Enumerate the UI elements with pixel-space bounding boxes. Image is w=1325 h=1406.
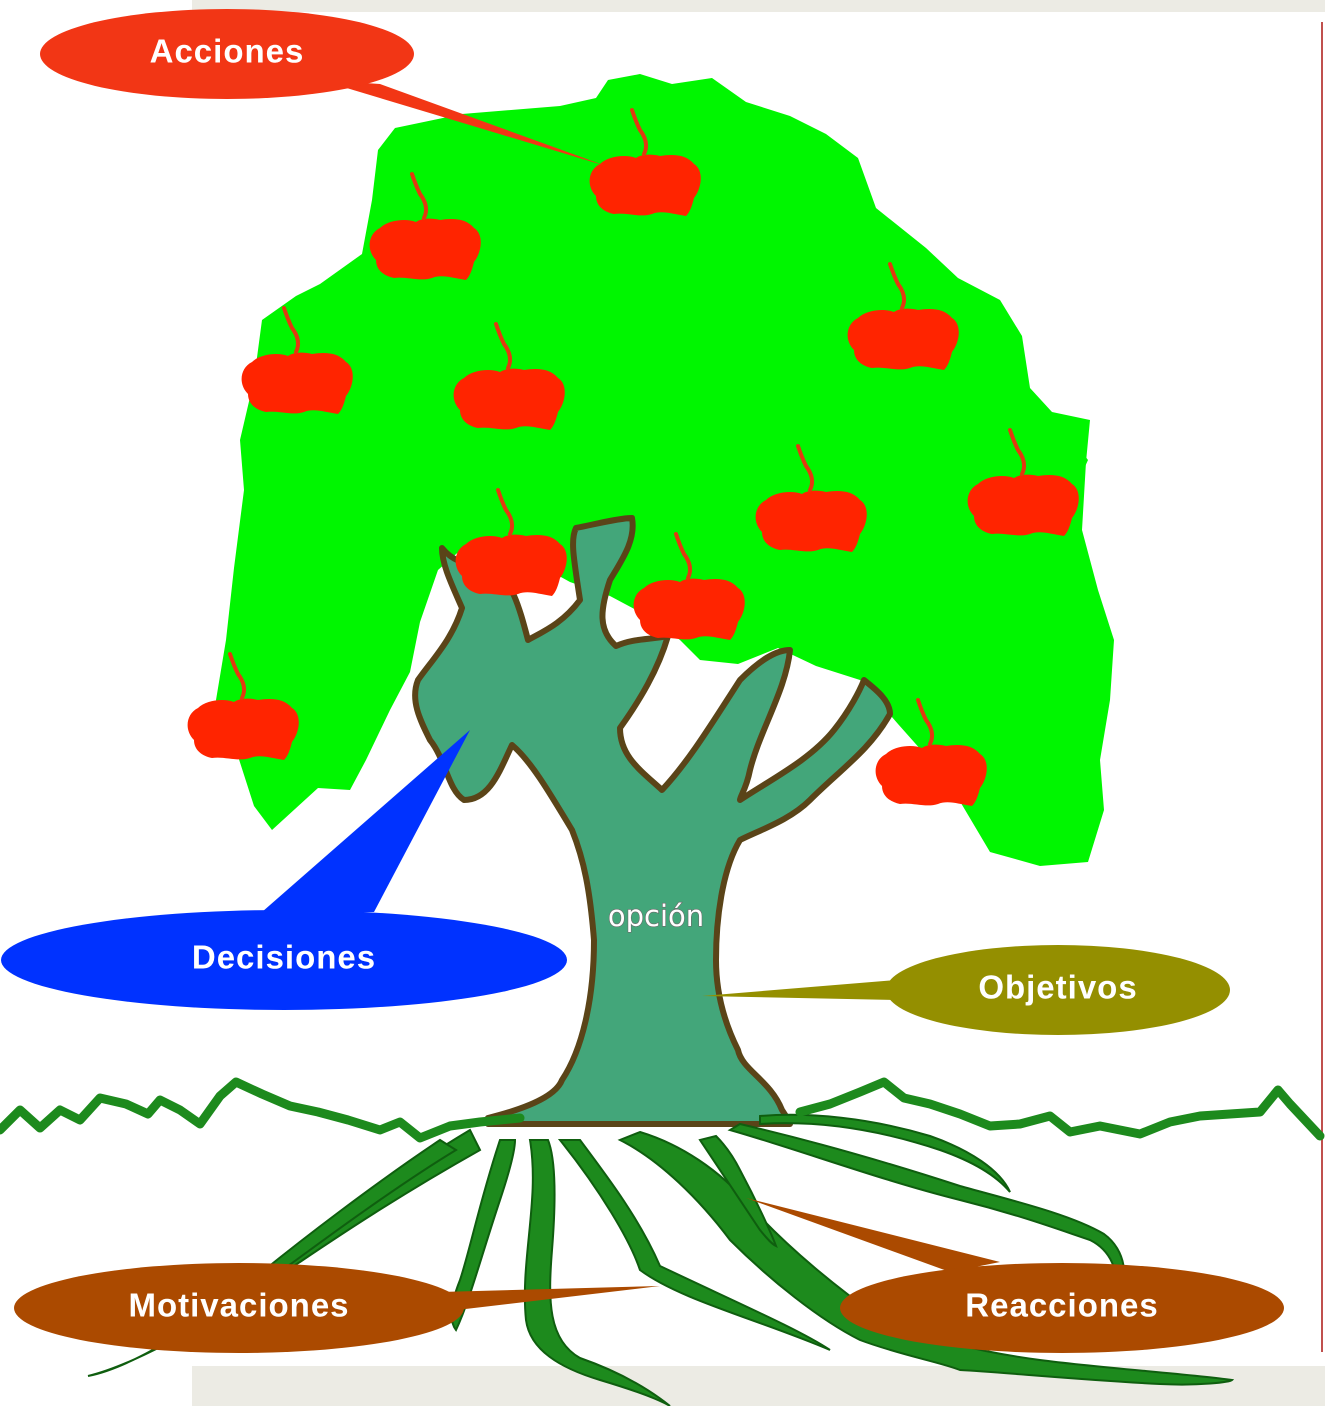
tree-trunk (412, 515, 893, 1127)
callout-reacciones-pointer (746, 1198, 1000, 1272)
ground-line (0, 1077, 1325, 1143)
callout-reacciones-bubble (840, 1263, 1284, 1353)
callout-objetivos-pointer (702, 980, 896, 1000)
callout-motivaciones-label: Motivaciones (128, 1287, 349, 1324)
trunk-label: opción (608, 899, 704, 933)
callout-decisiones-bubble (1, 910, 567, 1010)
frame-top-band (192, 0, 1325, 12)
callout-acciones-label: Acciones (150, 33, 305, 70)
callout-motivaciones-pointer (440, 1286, 660, 1312)
callout-motivaciones: Motivaciones (14, 1263, 660, 1353)
callout-acciones: Acciones (40, 9, 606, 166)
callout-objetivos-bubble (886, 945, 1230, 1035)
callout-decisiones-pointer (262, 730, 470, 912)
callout-acciones-bubble (40, 9, 414, 99)
callout-decisiones-label: Decisiones (192, 939, 376, 976)
callout-reacciones: Reacciones (746, 1198, 1284, 1353)
callout-decisiones: Decisiones (1, 730, 567, 1010)
tree-roots (87, 1113, 1235, 1406)
callout-objetivos-label: Objetivos (978, 969, 1137, 1006)
callout-motivaciones-bubble (14, 1263, 464, 1353)
callout-reacciones-label: Reacciones (965, 1287, 1158, 1324)
callout-objetivos: Objetivos (702, 945, 1230, 1035)
callout-acciones-pointer (320, 80, 606, 166)
